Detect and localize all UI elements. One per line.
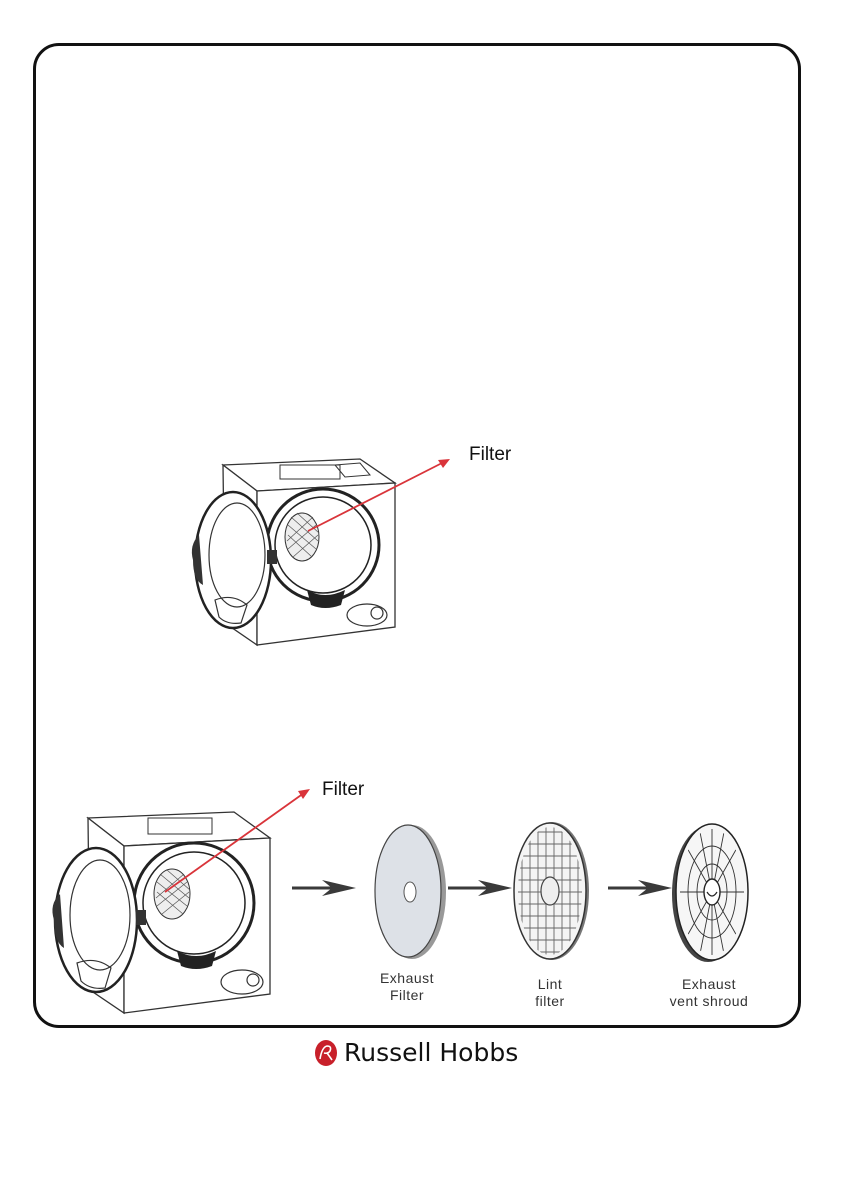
brand-logo: Russell Hobbs [314,1038,518,1067]
part-label-vent-shroud: Exhaust vent shroud [654,976,764,1010]
exhaust-filter-icon [368,822,450,962]
vent-shroud-icon [668,822,754,964]
part-label-lint-filter: Lint filter [495,976,605,1010]
filter-label-2: Filter [322,779,364,801]
part-label-exhaust-filter: Exhaust Filter [352,970,462,1004]
rh-emblem-icon [314,1039,338,1067]
sequence-arrow-1 [292,876,362,900]
lint-filter-icon [508,820,592,962]
brand-name: Russell Hobbs [344,1038,518,1067]
